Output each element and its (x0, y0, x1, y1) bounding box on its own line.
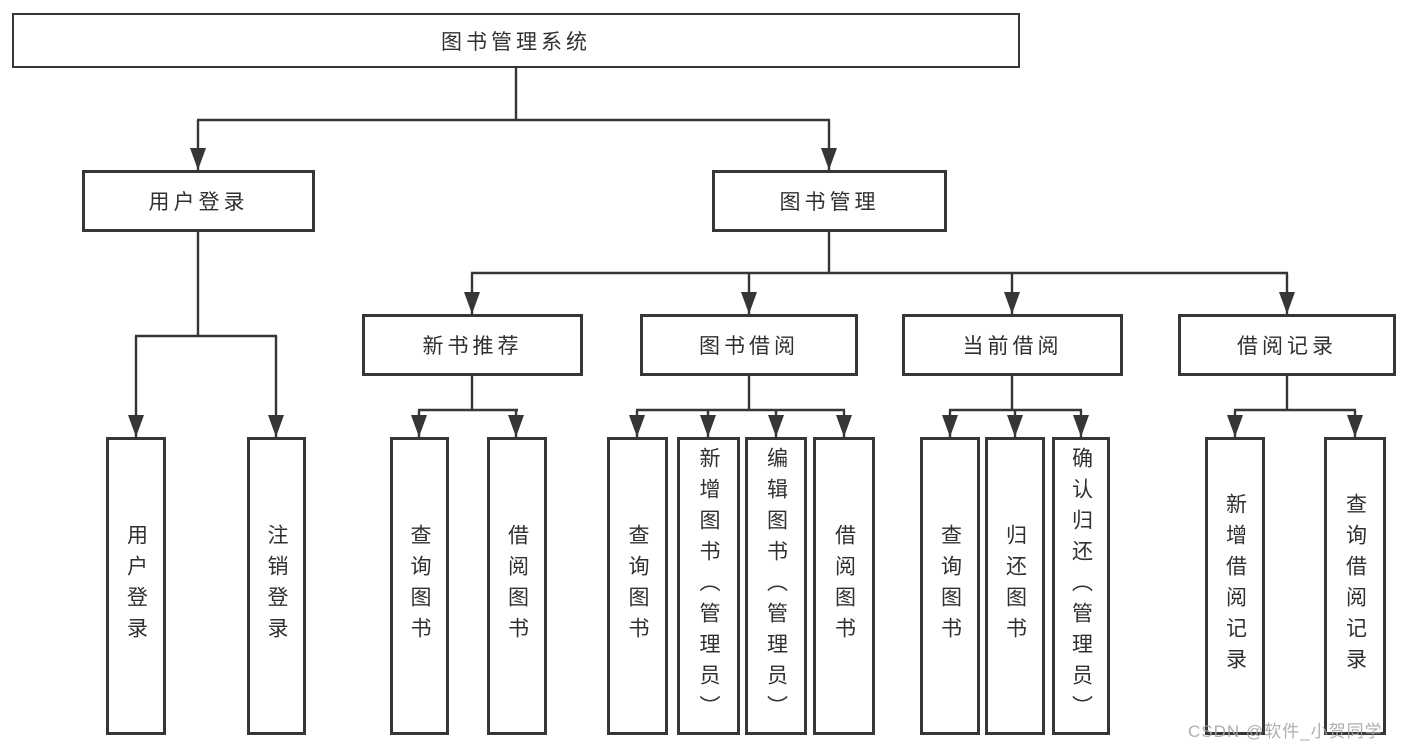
node-current-borrow: 当前借阅 (902, 314, 1123, 376)
leaf-logout: 注销登录 (247, 437, 306, 735)
leaf-label: 新增借阅记录 (1223, 493, 1247, 679)
leaf-label: 编辑图书（管理员） (764, 446, 788, 726)
node-label: 图书管理系统 (441, 30, 591, 54)
connector-group (128, 68, 1363, 437)
leaf-label: 查询借阅记录 (1343, 493, 1367, 679)
leaf-label: 新增图书（管理员） (697, 446, 720, 726)
node-book-management-branch: 图书管理 (712, 170, 947, 232)
leaf-add-book-admin: 新增图书（管理员） (677, 437, 740, 735)
leaf-confirm-return-admin: 确认归还（管理员） (1052, 437, 1110, 735)
node-label: 用户登录 (148, 191, 249, 214)
node-book-borrow: 图书借阅 (640, 314, 858, 376)
node-new-book-recommend: 新书推荐 (362, 314, 583, 376)
leaf-query-books-current: 查询图书 (920, 437, 980, 735)
node-label: 当前借阅 (962, 335, 1063, 358)
csdn-watermark: CSDN @软件_小贺同学 (1188, 722, 1383, 741)
node-label: 图书借阅 (699, 335, 799, 358)
leaf-label: 查询图书 (938, 524, 962, 648)
leaf-borrow-books-recommend: 借阅图书 (487, 437, 547, 735)
node-label: 新书推荐 (422, 335, 523, 358)
node-borrow-records: 借阅记录 (1178, 314, 1396, 376)
node-label: 图书管理 (779, 191, 880, 214)
leaf-add-borrow-record: 新增借阅记录 (1205, 437, 1265, 735)
leaf-query-borrow-record: 查询借阅记录 (1324, 437, 1386, 735)
leaf-query-books-borrow: 查询图书 (607, 437, 668, 735)
leaf-label: 用户登录 (124, 524, 148, 648)
leaf-borrow-books: 借阅图书 (813, 437, 875, 735)
leaf-query-books-recommend: 查询图书 (390, 437, 449, 735)
leaf-label: 确认归还（管理员） (1069, 446, 1093, 726)
leaf-label: 查询图书 (408, 524, 431, 648)
leaf-label: 注销登录 (265, 524, 288, 648)
leaf-label: 借阅图书 (505, 524, 529, 648)
leaf-return-book: 归还图书 (985, 437, 1045, 735)
leaf-label: 查询图书 (626, 524, 649, 648)
node-label: 借阅记录 (1237, 335, 1337, 358)
node-library-management-system: 图书管理系统 (12, 13, 1020, 68)
leaf-label: 归还图书 (1003, 524, 1027, 648)
node-user-login-branch: 用户登录 (82, 170, 315, 232)
leaf-user-login: 用户登录 (106, 437, 166, 735)
leaf-label: 借阅图书 (832, 524, 856, 648)
leaf-edit-book-admin: 编辑图书（管理员） (745, 437, 807, 735)
